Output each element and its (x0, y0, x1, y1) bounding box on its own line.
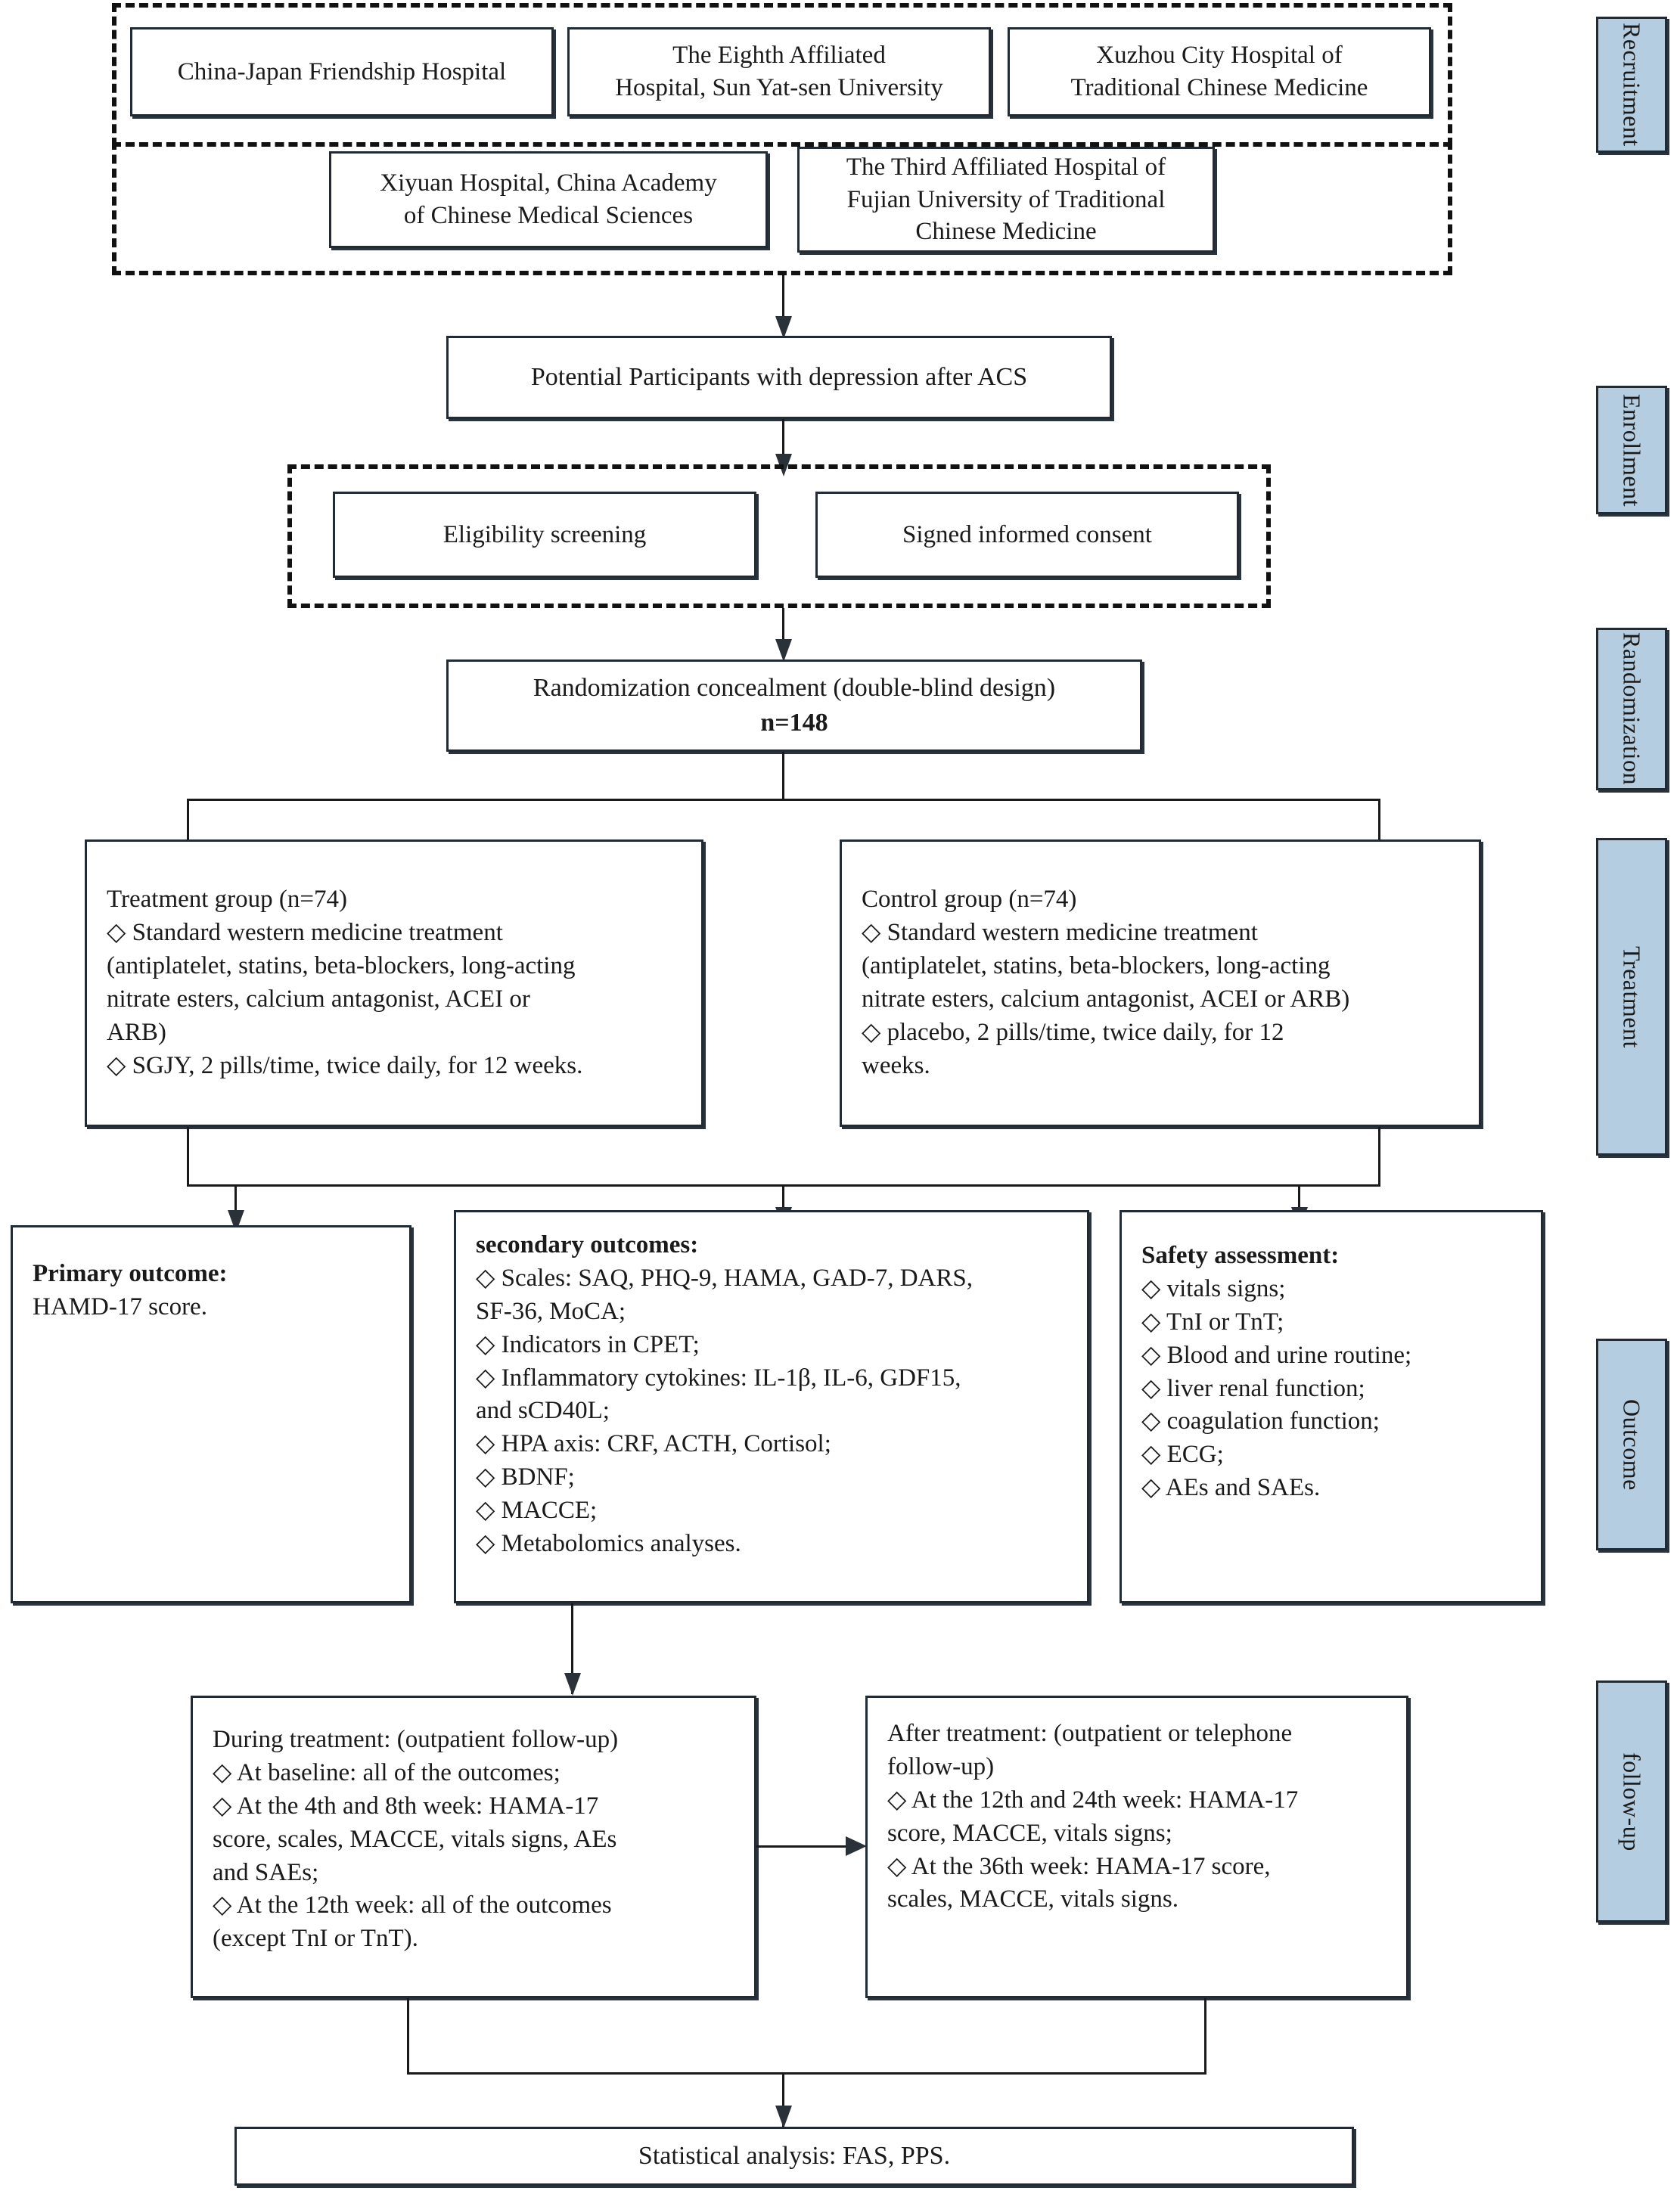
site-label-3: Xuzhou City Hospital of Traditional Chin… (1070, 42, 1368, 101)
potential-participants-label: Potential Participants with depression a… (530, 363, 1028, 392)
connector-during-followup-down (407, 1998, 409, 2074)
site-box-1[interactable]: China-Japan Friendship Hospital (130, 27, 554, 116)
randomization-box[interactable]: Randomization concealment (double-blind … (446, 659, 1142, 752)
enrollment-group-frame (287, 464, 1271, 608)
secondary-outcomes-item-2: ◇ Indicators in CPET; (476, 1330, 700, 1358)
control-group-heading: Control group (n=74) (862, 886, 1077, 914)
secondary-outcomes-item-4: ◇ HPA axis: CRF, ACTH, Cortisol; (476, 1430, 831, 1458)
primary-outcome-box[interactable]: Primary outcome: HAMD-17 score. (11, 1225, 411, 1603)
secondary-outcomes-item-7: ◇ Metabolomics analyses. (476, 1529, 741, 1557)
stage-text-outcome: Outcome (1618, 1398, 1646, 1491)
control-group-item-1: ◇ Standard western medicine treatment (a… (862, 919, 1350, 1013)
primary-outcome-heading: Primary outcome: (33, 1260, 228, 1287)
safety-assessment-item-3: ◇ Blood and urine routine; (1141, 1341, 1412, 1369)
stage-label-outcome: Outcome (1596, 1339, 1667, 1550)
randomization-line2: n=148 (760, 709, 828, 737)
stage-text-followup: follow-up (1618, 1752, 1646, 1851)
during-treatment-item-1: ◇ At baseline: all of the outcomes; (213, 1758, 561, 1786)
during-treatment-heading: During treatment: (outpatient follow-up) (213, 1726, 619, 1753)
during-treatment-followup-box[interactable]: During treatment: (outpatient follow-up)… (191, 1696, 756, 1998)
connector-randomization-to-control (1378, 799, 1380, 839)
site-box-4[interactable]: Xiyuan Hospital, China Academy of Chines… (329, 151, 768, 248)
secondary-outcomes-box[interactable]: secondary outcomes: ◇ Scales: SAQ, PHQ-9… (454, 1210, 1089, 1603)
connector-participants-to-enrollment (782, 419, 784, 464)
treatment-group-item-1: ◇ Standard western medicine treatment (a… (107, 919, 576, 1046)
arrow-merge-to-analysis (775, 2106, 792, 2128)
control-group-item-2: ◇ placebo, 2 pills/time, twice daily, fo… (862, 1018, 1284, 1079)
recruitment-group-frame-lower (112, 141, 1452, 275)
eligibility-screening-label: Eligibility screening (443, 520, 647, 548)
connector-followup-merge-bus (407, 2072, 1206, 2075)
signed-consent-label: Signed informed consent (902, 520, 1152, 548)
secondary-outcomes-item-1: ◇ Scales: SAQ, PHQ-9, HAMA, GAD-7, DARS,… (476, 1264, 973, 1325)
arrow-recruitment-to-participants (775, 316, 792, 339)
site-box-3[interactable]: Xuzhou City Hospital of Traditional Chin… (1008, 27, 1431, 116)
connector-randomization-stem (782, 752, 784, 799)
stage-text-randomization: Randomization (1618, 632, 1646, 786)
after-treatment-item-2: ◇ At the 36th week: HAMA-17 score, scale… (887, 1852, 1271, 1913)
connector-treatment-down (187, 1127, 189, 1186)
stage-text-enrollment: Enrollment (1618, 393, 1646, 507)
safety-assessment-heading: Safety assessment: (1141, 1242, 1340, 1269)
during-treatment-item-3: ◇ At the 12th week: all of the outcomes … (213, 1892, 612, 1953)
control-group-box[interactable]: Control group (n=74) ◇ Standard western … (840, 839, 1481, 1127)
stage-label-enrollment: Enrollment (1596, 386, 1667, 514)
primary-outcome-item-1: HAMD-17 score. (33, 1293, 207, 1320)
connector-bus-to-primary (234, 1184, 237, 1231)
safety-assessment-item-1: ◇ vitals signs; (1141, 1274, 1286, 1302)
arrow-enrollment-to-randomization (775, 639, 792, 662)
connector-randomization-to-treatment (187, 799, 189, 839)
site-label-2: The Eighth Affiliated Hospital, Sun Yat-… (615, 42, 943, 101)
connector-during-to-after-followup (756, 1845, 849, 1848)
stage-label-recruitment: Recruitment (1596, 17, 1667, 153)
after-treatment-followup-box[interactable]: After treatment: (outpatient or telephon… (865, 1696, 1408, 1998)
secondary-outcomes-heading: secondary outcomes: (476, 1231, 699, 1258)
connector-primary-to-followup (571, 1603, 573, 1694)
after-treatment-item-1: ◇ At the 12th and 24th week: HAMA-17 sco… (887, 1786, 1299, 1847)
secondary-outcomes-item-3: ◇ Inflammatory cytokines: IL-1β, IL-6, G… (476, 1364, 961, 1425)
stage-text-recruitment: Recruitment (1618, 23, 1646, 147)
treatment-group-item-2: ◇ SGJY, 2 pills/time, twice daily, for 1… (107, 1051, 583, 1079)
safety-assessment-item-7: ◇ AEs and SAEs. (1141, 1474, 1321, 1502)
arrow-during-to-after-followup (846, 1836, 867, 1856)
stage-label-followup: follow-up (1596, 1680, 1667, 1923)
stage-label-randomization: Randomization (1596, 628, 1667, 790)
recruitment-group-frame (112, 3, 1452, 147)
site-label-4: Xiyuan Hospital, China Academy of Chines… (380, 169, 717, 229)
signed-consent-box[interactable]: Signed informed consent (815, 492, 1239, 578)
site-box-5[interactable]: The Third Affiliated Hospital of Fujian … (797, 147, 1215, 253)
secondary-outcomes-item-5: ◇ BDNF; (476, 1463, 575, 1491)
site-label-1: China-Japan Friendship Hospital (177, 57, 507, 85)
stage-text-treatment: Treatment (1618, 945, 1646, 1048)
safety-assessment-item-6: ◇ ECG; (1141, 1441, 1224, 1469)
during-treatment-item-2: ◇ At the 4th and 8th week: HAMA-17 score… (213, 1792, 617, 1886)
site-label-5: The Third Affiliated Hospital of Fujian … (846, 153, 1166, 246)
safety-assessment-item-4: ◇ liver renal function; (1141, 1374, 1365, 1402)
eligibility-screening-box[interactable]: Eligibility screening (333, 492, 756, 578)
safety-assessment-item-5: ◇ coagulation function; (1141, 1407, 1380, 1435)
safety-assessment-item-2: ◇ TnI or TnT; (1141, 1308, 1284, 1336)
connector-merge-to-analysis (782, 2072, 784, 2128)
connector-recruitment-to-participants (782, 275, 784, 321)
potential-participants-box[interactable]: Potential Participants with depression a… (446, 336, 1112, 419)
connector-randomization-split (187, 799, 1380, 801)
connector-control-down (1378, 1127, 1380, 1186)
stage-label-treatment: Treatment (1596, 838, 1667, 1156)
connector-after-followup-down (1204, 1998, 1206, 2074)
treatment-group-box[interactable]: Treatment group (n=74) ◇ Standard wester… (85, 839, 703, 1127)
statistical-analysis-box[interactable]: Statistical analysis: FAS, PPS. (234, 2127, 1354, 2186)
arrow-primary-to-followup (564, 1673, 581, 1696)
secondary-outcomes-item-6: ◇ MACCE; (476, 1497, 598, 1524)
connector-enrollment-to-randomization (782, 608, 784, 652)
site-box-2[interactable]: The Eighth Affiliated Hospital, Sun Yat-… (567, 27, 991, 116)
treatment-group-heading: Treatment group (n=74) (107, 886, 348, 914)
safety-assessment-box[interactable]: Safety assessment: ◇ vitals signs; ◇ TnI… (1119, 1210, 1543, 1603)
after-treatment-heading: After treatment: (outpatient or telephon… (887, 1720, 1293, 1780)
statistical-analysis-label: Statistical analysis: FAS, PPS. (638, 2142, 951, 2171)
randomization-line1: Randomization concealment (double-blind … (533, 674, 1056, 703)
